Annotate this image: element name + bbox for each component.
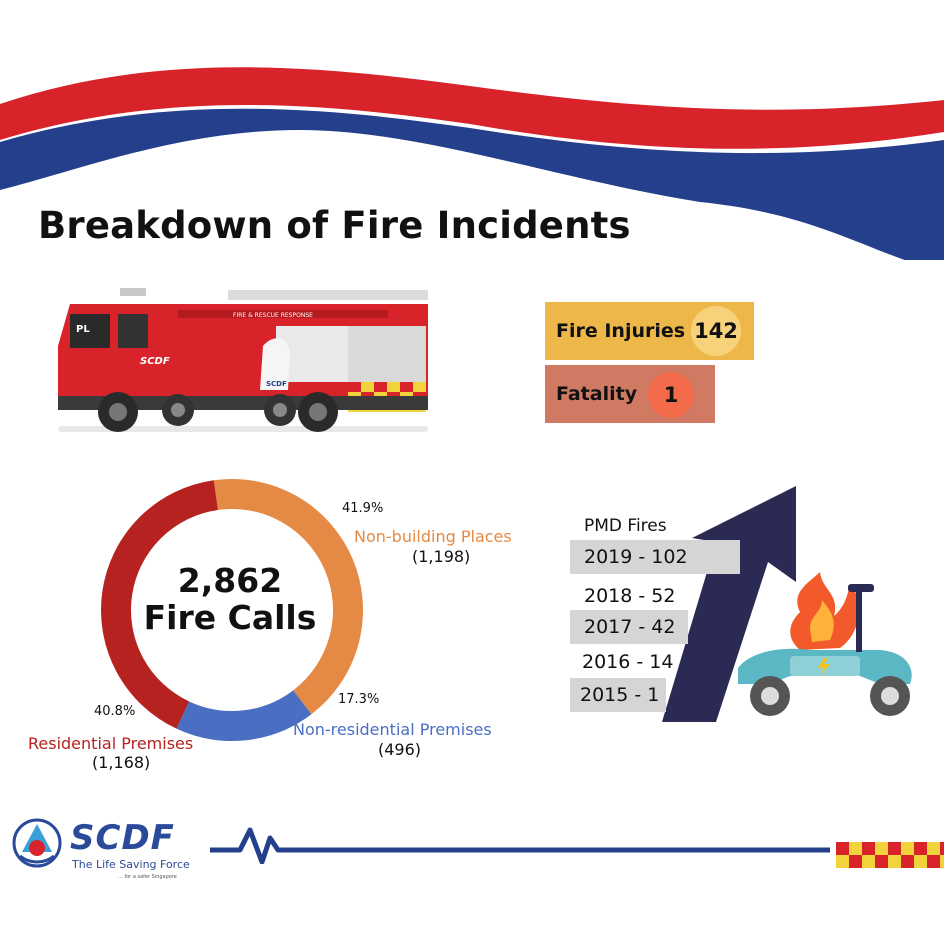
pmd-row-2015: 2015 - 1 (570, 678, 666, 712)
total-fire-calls-label: Fire Calls (143, 598, 317, 637)
pmd-fires-title: PMD Fires (584, 516, 667, 536)
pmd-row-2019: 2019 - 102 (570, 540, 740, 574)
pmd-row-2018: 2018 - 52 (584, 585, 676, 607)
scdf-subtagline: ... for a safer Singapore (118, 874, 177, 880)
donut-segment-non-residential-premises (176, 690, 312, 741)
heartbeat-line (210, 827, 830, 864)
fire-calls-donut-chart (101, 479, 363, 741)
fire-injuries-value: 142 (691, 306, 741, 356)
fatality-value: 1 (648, 372, 694, 418)
non-residential-count: (496) (378, 740, 422, 759)
donut-segment-non-building-places (213, 479, 363, 715)
non-building-count: (1,198) (412, 547, 471, 566)
residential-label: Residential Premises (28, 734, 194, 753)
total-fire-calls-value: 2,862 (177, 561, 283, 600)
pmd-row-2016: 2016 - 14 (582, 651, 674, 673)
motorcycle-logo-text: SCDF (266, 380, 287, 388)
fire-injuries-label: Fire Injuries (556, 320, 686, 342)
fatality-box: Fatality 1 (545, 365, 715, 423)
scdf-brand: SCDF (70, 818, 175, 858)
fire-injuries-box: Fire Injuries 142 (545, 302, 754, 360)
scdf-crest-icon (12, 818, 62, 868)
non-building-label: Non-building Places (354, 527, 512, 546)
wave-banner (0, 67, 944, 260)
residential-count: (1,168) (92, 753, 151, 772)
checker-pattern (836, 842, 944, 868)
non-residential-label: Non-residential Premises (293, 720, 492, 739)
scdf-tagline: The Life Saving Force (72, 858, 190, 871)
fatality-label: Fatality (556, 383, 638, 405)
fire-truck-illustration: PL FIRE & RESCUE RESPONSE SCDF SCDF (58, 288, 428, 432)
page-title: Breakdown of Fire Incidents (38, 204, 631, 247)
truck-banner-text: FIRE & RESCUE RESPONSE (233, 312, 313, 319)
residential-percent: 40.8% (94, 704, 136, 719)
rising-trend-arrow (662, 486, 796, 722)
non-building-percent: 41.9% (342, 501, 384, 516)
donut-center: 2,862 Fire Calls (140, 562, 320, 636)
truck-logo-text: SCDF (140, 356, 170, 367)
truck-cab-text: PL (76, 324, 90, 335)
burning-scooter-illustration (738, 572, 912, 716)
donut-segment-residential-premises (101, 480, 219, 729)
pmd-row-2017: 2017 - 42 (570, 610, 688, 644)
non-residential-percent: 17.3% (338, 692, 380, 707)
